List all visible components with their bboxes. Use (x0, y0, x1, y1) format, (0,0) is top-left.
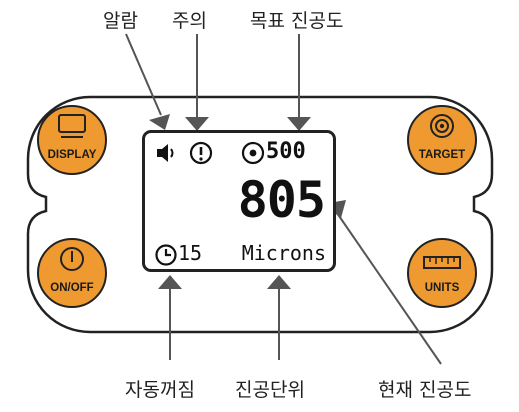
unit-pointer-head (267, 275, 291, 289)
current-reading: 805 (237, 171, 326, 229)
ruler-icon (423, 256, 461, 269)
screen-icon (58, 114, 86, 138)
units-button-label: UNITS (424, 282, 460, 294)
units-button[interactable]: UNITS (407, 238, 477, 308)
lcd-screen: 500 805 15 Microns (142, 130, 336, 272)
clock-icon (155, 244, 177, 266)
target-vacuum-callout: 목표 진공도 (250, 10, 344, 32)
target-button-label: TARGET (418, 149, 466, 161)
target-button[interactable]: TARGET (407, 105, 477, 175)
onoff-button-label: ON/OFF (50, 282, 94, 294)
target-small-icon (241, 141, 265, 165)
auto-off-callout: 자동꺼짐 (125, 379, 195, 401)
display-button-label: DISPLAY (47, 149, 97, 161)
power-icon (60, 247, 84, 271)
current-vacuum-callout: 현재 진공도 (378, 379, 472, 401)
target-value: 500 (266, 139, 306, 164)
caution-pointer-head (185, 117, 209, 131)
alarm-pointer-head (149, 114, 170, 130)
display-button[interactable]: DISPLAY (37, 105, 107, 175)
current-pointer-line (336, 212, 442, 365)
auto-off-minutes: 15 (178, 241, 203, 265)
alarm-callout: 알람 (103, 10, 138, 32)
speaker-icon (157, 144, 174, 162)
alarm-pointer-line (125, 33, 162, 116)
auto-off-pointer-head (158, 275, 182, 289)
unit-label: Microns (241, 241, 326, 265)
onoff-button[interactable]: ON/OFF (37, 238, 107, 308)
vacuum-unit-callout: 진공단위 (235, 379, 305, 401)
caution-icon (189, 141, 213, 165)
target-icon (430, 114, 454, 138)
caution-callout: 주의 (172, 10, 207, 32)
target-pointer-head (287, 117, 311, 131)
